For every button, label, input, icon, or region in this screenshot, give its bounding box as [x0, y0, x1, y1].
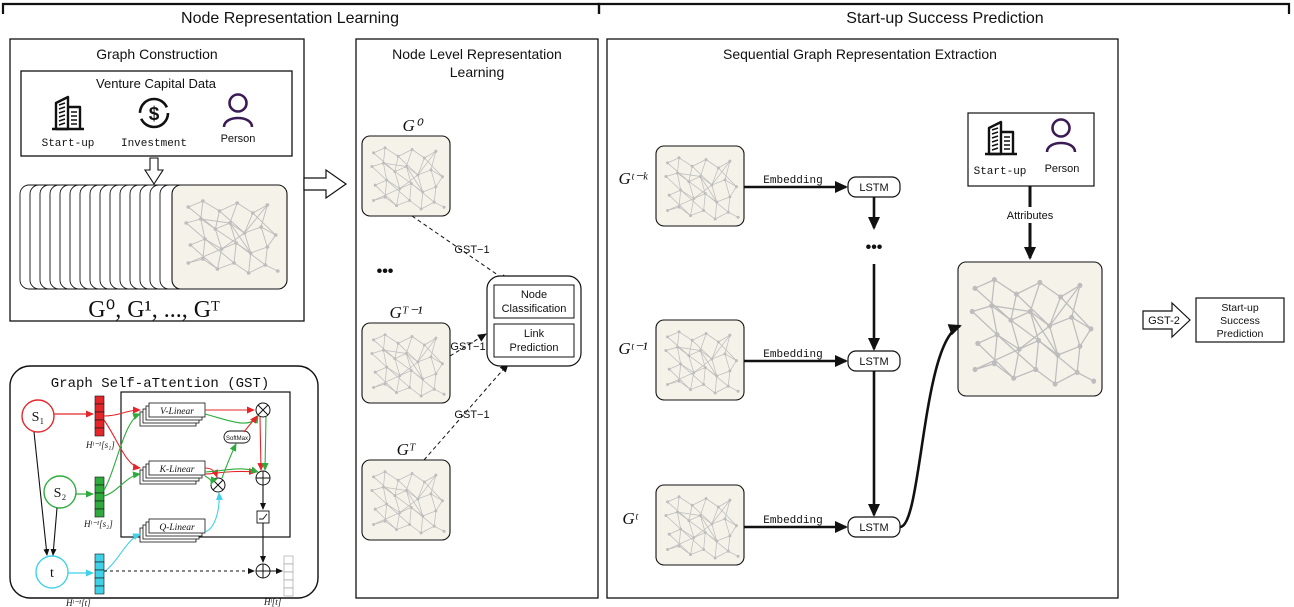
svg-text:SoftMax: SoftMax [226, 436, 248, 442]
gst1-label-mid: GST−1 [450, 341, 485, 353]
success-prediction-box: Start-up Success Prediction [1195, 297, 1285, 343]
graph-construction-panel: Graph Construction Venture Capital Data … [9, 38, 305, 323]
svg-text:Start-up: Start-up [1221, 302, 1259, 314]
right-section-bracket [597, 2, 1291, 14]
node-s2 [43, 475, 77, 509]
graph-sequence-label: G⁰, G¹, ..., Gᵀ [88, 297, 220, 323]
softmax-op [223, 430, 251, 444]
node-ellipsis: ••• [377, 263, 394, 280]
feature-vector-s2 [94, 476, 105, 518]
graph-g0-label: G⁰ [402, 116, 423, 135]
node-level-title: Node Level Representation [392, 46, 562, 62]
svg-text:S₂: S₂ [54, 486, 67, 501]
svg-text:LSTM: LSTM [859, 522, 888, 534]
embedding-label-2: Embedding [763, 349, 822, 361]
final-graph [957, 261, 1103, 397]
hollow-down-arrow [143, 157, 165, 186]
graph-gt [655, 484, 745, 566]
graph-g0 [361, 135, 451, 217]
label-h-s2: Hˡ⁻¹[s₂] [83, 519, 113, 529]
svg-text:LSTM: LSTM [859, 356, 888, 368]
hollow-right-arrow [303, 168, 348, 200]
k-linear-layer: K-Linear [139, 460, 206, 485]
sequential-title: Sequential Graph Representation Extracti… [723, 46, 997, 62]
person-label: Person [221, 133, 256, 145]
attr-person-label: Person [1045, 163, 1080, 175]
gst2-arrow: GST-2 [1142, 301, 1191, 339]
q-linear-layer: Q-Linear [139, 518, 206, 543]
attributes-label: Attributes [1007, 210, 1054, 222]
add-residual-op [255, 563, 271, 579]
gst-panel: Graph Self-aTtention (GST) S₁ S₂ t [9, 365, 319, 607]
label-h-out: Hˡ[t] [263, 597, 282, 607]
svg-text:Success: Success [1220, 315, 1260, 327]
embedding-label-1: Embedding [763, 175, 822, 187]
svg-text:$: $ [149, 104, 160, 125]
investment-dollar-icon: $ [138, 97, 170, 129]
investment-label: Investment [121, 138, 187, 150]
startup-label: Start-up [42, 138, 95, 150]
svg-text:GST-2: GST-2 [1148, 315, 1180, 327]
node-level-panel: Node Level Representation Learning G⁰ ••… [355, 38, 599, 599]
left-section-title: Node Representation Learning [181, 10, 399, 27]
graph-construction-title: Graph Construction [96, 46, 217, 62]
svg-text:K-Linear: K-Linear [159, 465, 195, 475]
svg-text:Learning: Learning [450, 64, 505, 80]
label-h-t: Hˡ⁻¹[t] [65, 598, 91, 607]
graph-gtk [655, 145, 745, 227]
graph-gT1-label: Gᵀ⁻¹ [390, 303, 423, 322]
node-s1 [21, 399, 55, 433]
feature-vector-t [94, 553, 105, 595]
svg-text:LSTM: LSTM [859, 182, 888, 194]
feature-vector-output [283, 555, 294, 597]
right-section-title: Start-up Success Prediction [846, 10, 1043, 27]
graph-gt-label: Gᵗ [622, 509, 638, 528]
svg-text:Q-Linear: Q-Linear [159, 523, 195, 533]
graph-snapshot-stack [19, 184, 288, 290]
graph-gtk-label: Gᵗ⁻ᵏ [619, 169, 649, 188]
graph-gT1 [361, 322, 451, 404]
graph-gt1 [655, 319, 745, 401]
link-prediction-line1: Link [524, 328, 545, 340]
add-op [255, 470, 271, 486]
attr-startup-label: Start-up [974, 166, 1027, 178]
graph-gt1-label: Gᵗ⁻¹ [618, 339, 647, 358]
node-t [35, 555, 69, 589]
feature-vector-s1 [94, 395, 105, 437]
v-linear-layer: V-Linear [139, 402, 206, 427]
graph-gT-label: Gᵀ [397, 440, 416, 459]
link-prediction-box [493, 323, 575, 358]
svg-text:V-Linear: V-Linear [160, 407, 194, 417]
gst1-label-top: GST−1 [454, 244, 489, 256]
link-prediction-line2: Prediction [510, 342, 559, 354]
sequential-panel: Sequential Graph Representation Extracti… [606, 38, 1119, 599]
svg-text:t: t [50, 566, 54, 581]
gst-title: Graph Self-aTtention (GST) [51, 376, 269, 392]
vc-data-title: Venture Capital Data [96, 76, 217, 91]
multiply-mid-op [210, 477, 226, 493]
node-classification-line1: Node [521, 289, 547, 301]
activation-op [256, 510, 270, 524]
lstm-ellipsis: ••• [866, 239, 883, 256]
gst1-label-bottom: GST−1 [454, 409, 489, 421]
graph-gT [361, 459, 451, 541]
multiply-top-op [255, 402, 271, 418]
node-classification-line2: Classification [502, 303, 567, 315]
vc-data-box [20, 70, 293, 157]
embedding-label-3: Embedding [763, 515, 822, 527]
node-classification-box [493, 284, 575, 319]
svg-text:Prediction: Prediction [1217, 328, 1264, 340]
label-h-s1: Hˡ⁻¹[s₁] [85, 440, 115, 450]
svg-text:S₁: S₁ [32, 410, 45, 425]
